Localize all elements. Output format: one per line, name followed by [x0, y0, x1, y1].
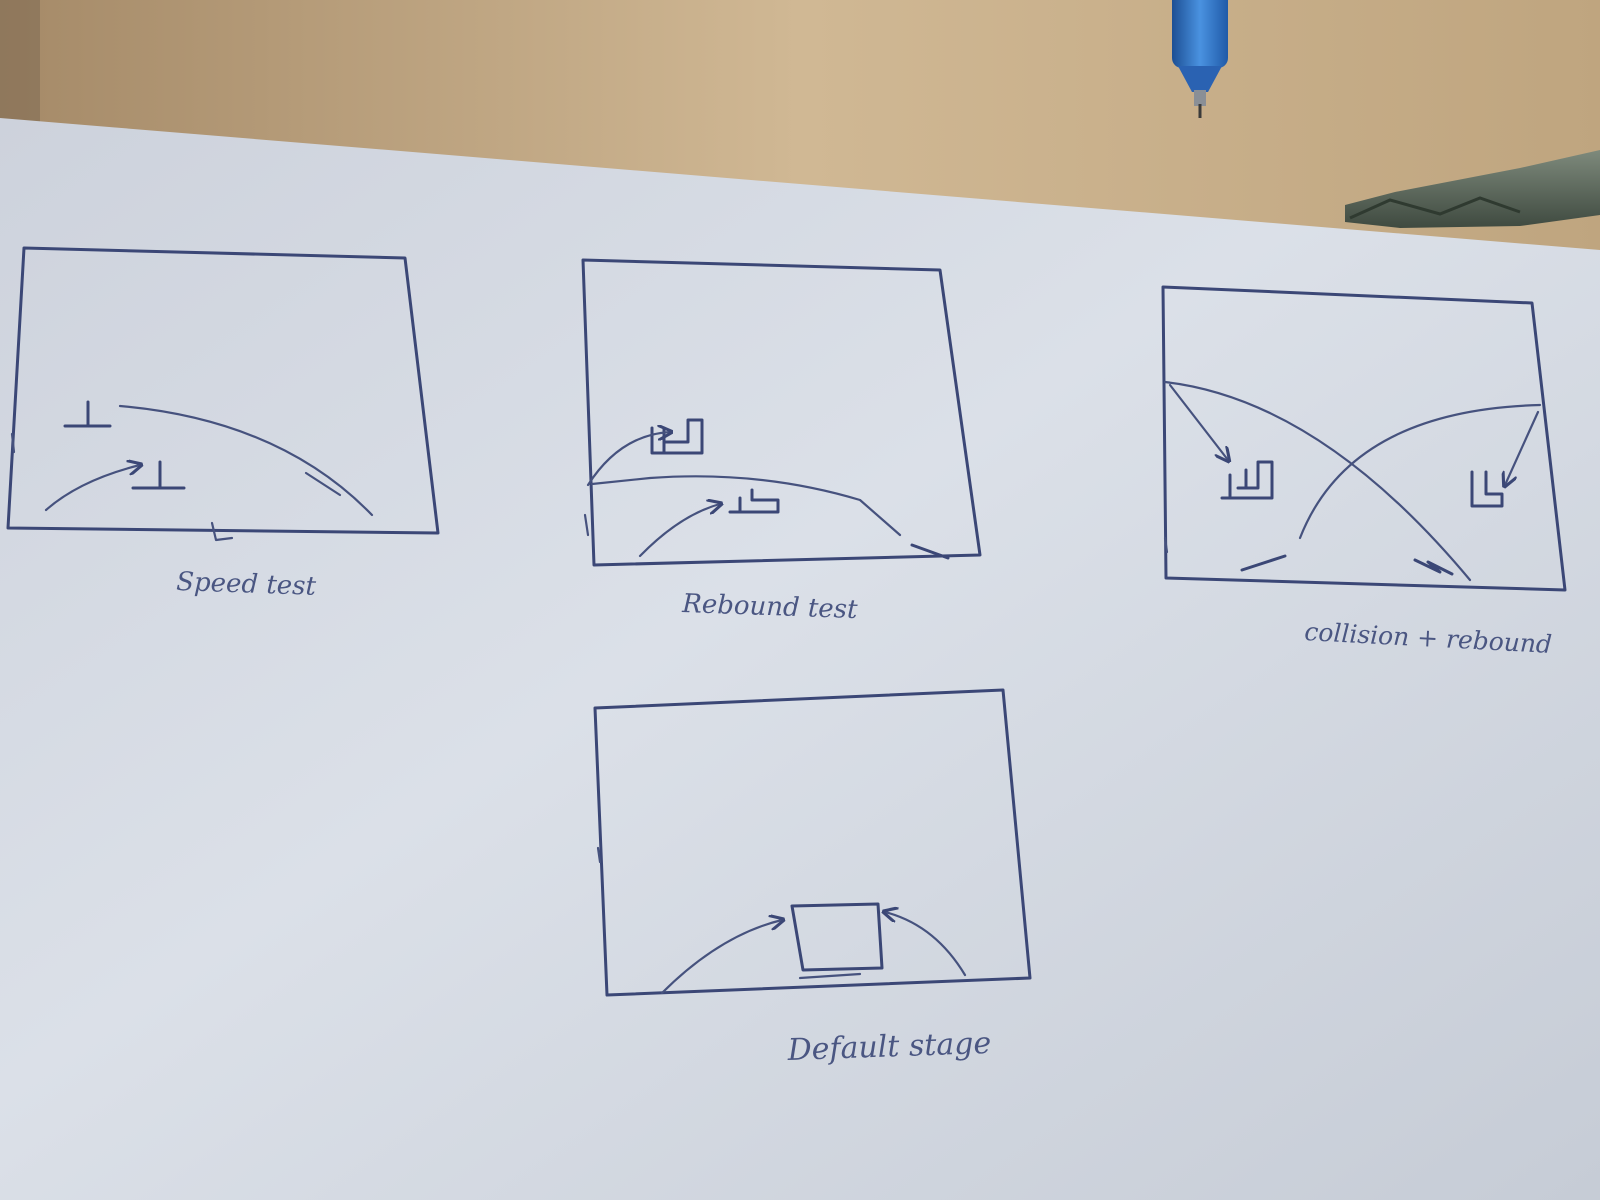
panel-rebound-test: Rebound test — [581, 258, 982, 625]
panel-default-stage: Default stage — [593, 688, 1032, 1068]
key — [1345, 150, 1600, 228]
caption-rebound-test: Rebound test — [681, 589, 859, 625]
panel-speed-test: Speed test — [6, 246, 440, 602]
caption-default-stage: Default stage — [786, 1026, 992, 1068]
pen — [1172, 0, 1228, 118]
caption-speed-test: Speed test — [176, 567, 317, 602]
